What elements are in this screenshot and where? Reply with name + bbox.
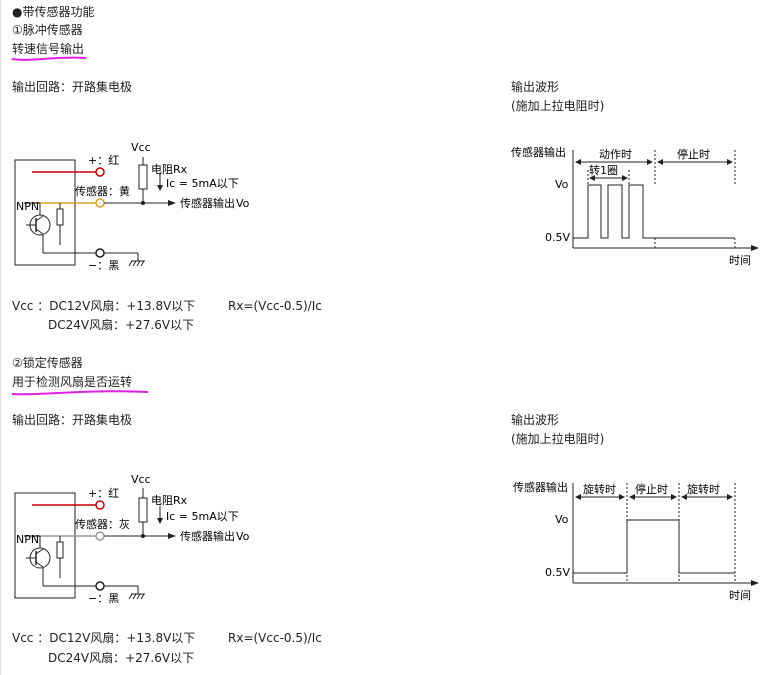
waveform-label: 输出波形 bbox=[511, 80, 560, 94]
vo-level-label: Vo bbox=[555, 178, 569, 191]
circuit-label: 输出回路：开路集电极 bbox=[12, 80, 133, 94]
circuit-label: 输出回路：开路集电极 bbox=[12, 413, 133, 427]
npn-label: NPN bbox=[16, 200, 39, 213]
spec-vcc-12v: Vcc ：DC12V风扇：+13.8V以下 bbox=[12, 299, 196, 313]
ic-label: Ic = 5mA以下 bbox=[166, 510, 239, 523]
time-axis-label: 时间 bbox=[729, 254, 751, 267]
one-rev-label: 转1圈 bbox=[589, 163, 618, 177]
sensor-output-label: 传感器输出 bbox=[180, 196, 235, 210]
low-level-label: 0.5V bbox=[545, 231, 570, 244]
minus-black-label: −：黑 bbox=[88, 592, 119, 605]
lock-sensor-heading: ②锁定传感器 bbox=[12, 356, 83, 370]
spec-rx-formula: Rx=(Vcc-0.5)/Ic bbox=[228, 299, 322, 313]
spec-rx-formula: Rx=(Vcc-0.5)/Ic bbox=[228, 631, 322, 645]
resistor-rx-label: 电阻Rx bbox=[151, 163, 188, 176]
sensor-wire-label: 传感器：灰 bbox=[75, 517, 130, 531]
spec-vcc-24v: DC24V风扇：+27.6V以下 bbox=[48, 651, 195, 665]
rotating-label-1: 旋转时 bbox=[583, 482, 616, 496]
ic-label: Ic = 5mA以下 bbox=[166, 177, 239, 190]
vcc-label: Vcc bbox=[131, 141, 151, 154]
rotating-label-2: 旋转时 bbox=[687, 482, 720, 496]
time-axis-label: 时间 bbox=[729, 589, 751, 602]
circuit-diagram: Vcc +：红 传感器：灰 NPN −：黑 电阻Rx Ic = 5mA以下 传感… bbox=[14, 473, 250, 605]
sensor-output-label: 传感器输出 bbox=[180, 529, 235, 543]
vo-label: Vo bbox=[236, 197, 250, 210]
waveform-note: (施加上拉电阻时) bbox=[511, 99, 605, 113]
page-left-border bbox=[0, 0, 1, 675]
vo-label: Vo bbox=[236, 530, 250, 543]
vcc-label: Vcc bbox=[131, 473, 151, 486]
pulse-waveform: 传感器输出 动作时 停止时 转1圈 Vo 0.5V 时间 bbox=[511, 145, 759, 267]
low-level-label: 0.5V bbox=[545, 566, 570, 579]
resistor-rx-label: 电阻Rx bbox=[151, 494, 188, 507]
plus-red-label: +：红 bbox=[88, 154, 119, 167]
running-label: 动作时 bbox=[599, 148, 632, 161]
spec-vcc-24v: DC24V风扇：+27.6V以下 bbox=[48, 318, 195, 332]
npn-label: NPN bbox=[16, 533, 39, 546]
waveform-ylabel: 传感器输出 bbox=[511, 145, 566, 159]
handwritten-underline bbox=[11, 56, 87, 61]
vo-level-label: Vo bbox=[555, 513, 569, 526]
section-title: ●带传感器功能 bbox=[12, 5, 95, 19]
sensor-wire-label: 传感器：黄 bbox=[75, 184, 130, 198]
waveform-ylabel: 传感器输出 bbox=[513, 480, 568, 494]
pulse-sensor-subtitle: 转速信号输出 bbox=[12, 42, 85, 56]
pulse-sensor-heading: ①脉冲传感器 bbox=[12, 23, 83, 37]
plus-red-label: +：红 bbox=[88, 487, 119, 500]
lock-waveform: 传感器输出 旋转时 停止时 旋转时 Vo 0.5V 时间 bbox=[513, 480, 759, 602]
stopped-label: 停止时 bbox=[677, 147, 710, 161]
waveform-label: 输出波形 bbox=[511, 413, 560, 427]
minus-black-label: −：黑 bbox=[88, 259, 119, 272]
waveform-note: (施加上拉电阻时) bbox=[511, 432, 605, 446]
spec-vcc-12v: Vcc ：DC12V风扇：+13.8V以下 bbox=[12, 631, 196, 645]
stopped-label: 停止时 bbox=[635, 482, 668, 496]
lock-sensor-subtitle: 用于检测风扇是否运转 bbox=[12, 375, 133, 389]
handwritten-underline bbox=[11, 390, 149, 396]
circuit-diagram: Vcc +：红 传感器：黄 NPN −：黑 电阻Rx Ic = 5mA以下 传感… bbox=[14, 141, 250, 272]
